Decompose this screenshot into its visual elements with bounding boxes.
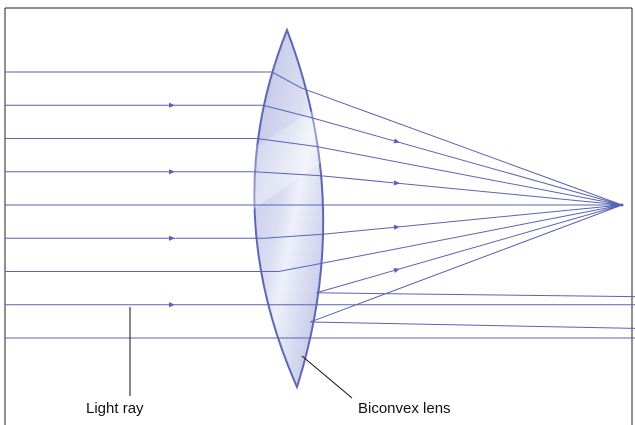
light-ray bbox=[5, 204, 635, 306]
ray-arrow bbox=[393, 224, 400, 230]
light-ray bbox=[5, 71, 623, 206]
ray-arrow bbox=[393, 267, 400, 273]
lens-highlight bbox=[245, 100, 340, 215]
ray-arrow bbox=[169, 302, 175, 308]
ray-arrow bbox=[169, 169, 175, 175]
focal-point bbox=[620, 203, 624, 207]
biconvex-lens bbox=[253, 27, 325, 390]
light-ray bbox=[5, 204, 623, 239]
biconvex-lens-label: Biconvex lens bbox=[358, 400, 451, 417]
ray-arrow bbox=[393, 138, 400, 144]
light-ray bbox=[5, 204, 623, 272]
ray-arrow bbox=[169, 102, 175, 108]
ray-arrow bbox=[393, 180, 400, 186]
ray-arrow bbox=[169, 235, 175, 241]
light-ray bbox=[5, 104, 623, 206]
light-ray bbox=[5, 138, 623, 206]
lens-leader-line bbox=[301, 355, 353, 399]
light-ray bbox=[5, 204, 635, 339]
light-ray bbox=[5, 171, 623, 206]
light-ray-label: Light ray bbox=[86, 400, 144, 417]
light-rays bbox=[5, 71, 635, 339]
